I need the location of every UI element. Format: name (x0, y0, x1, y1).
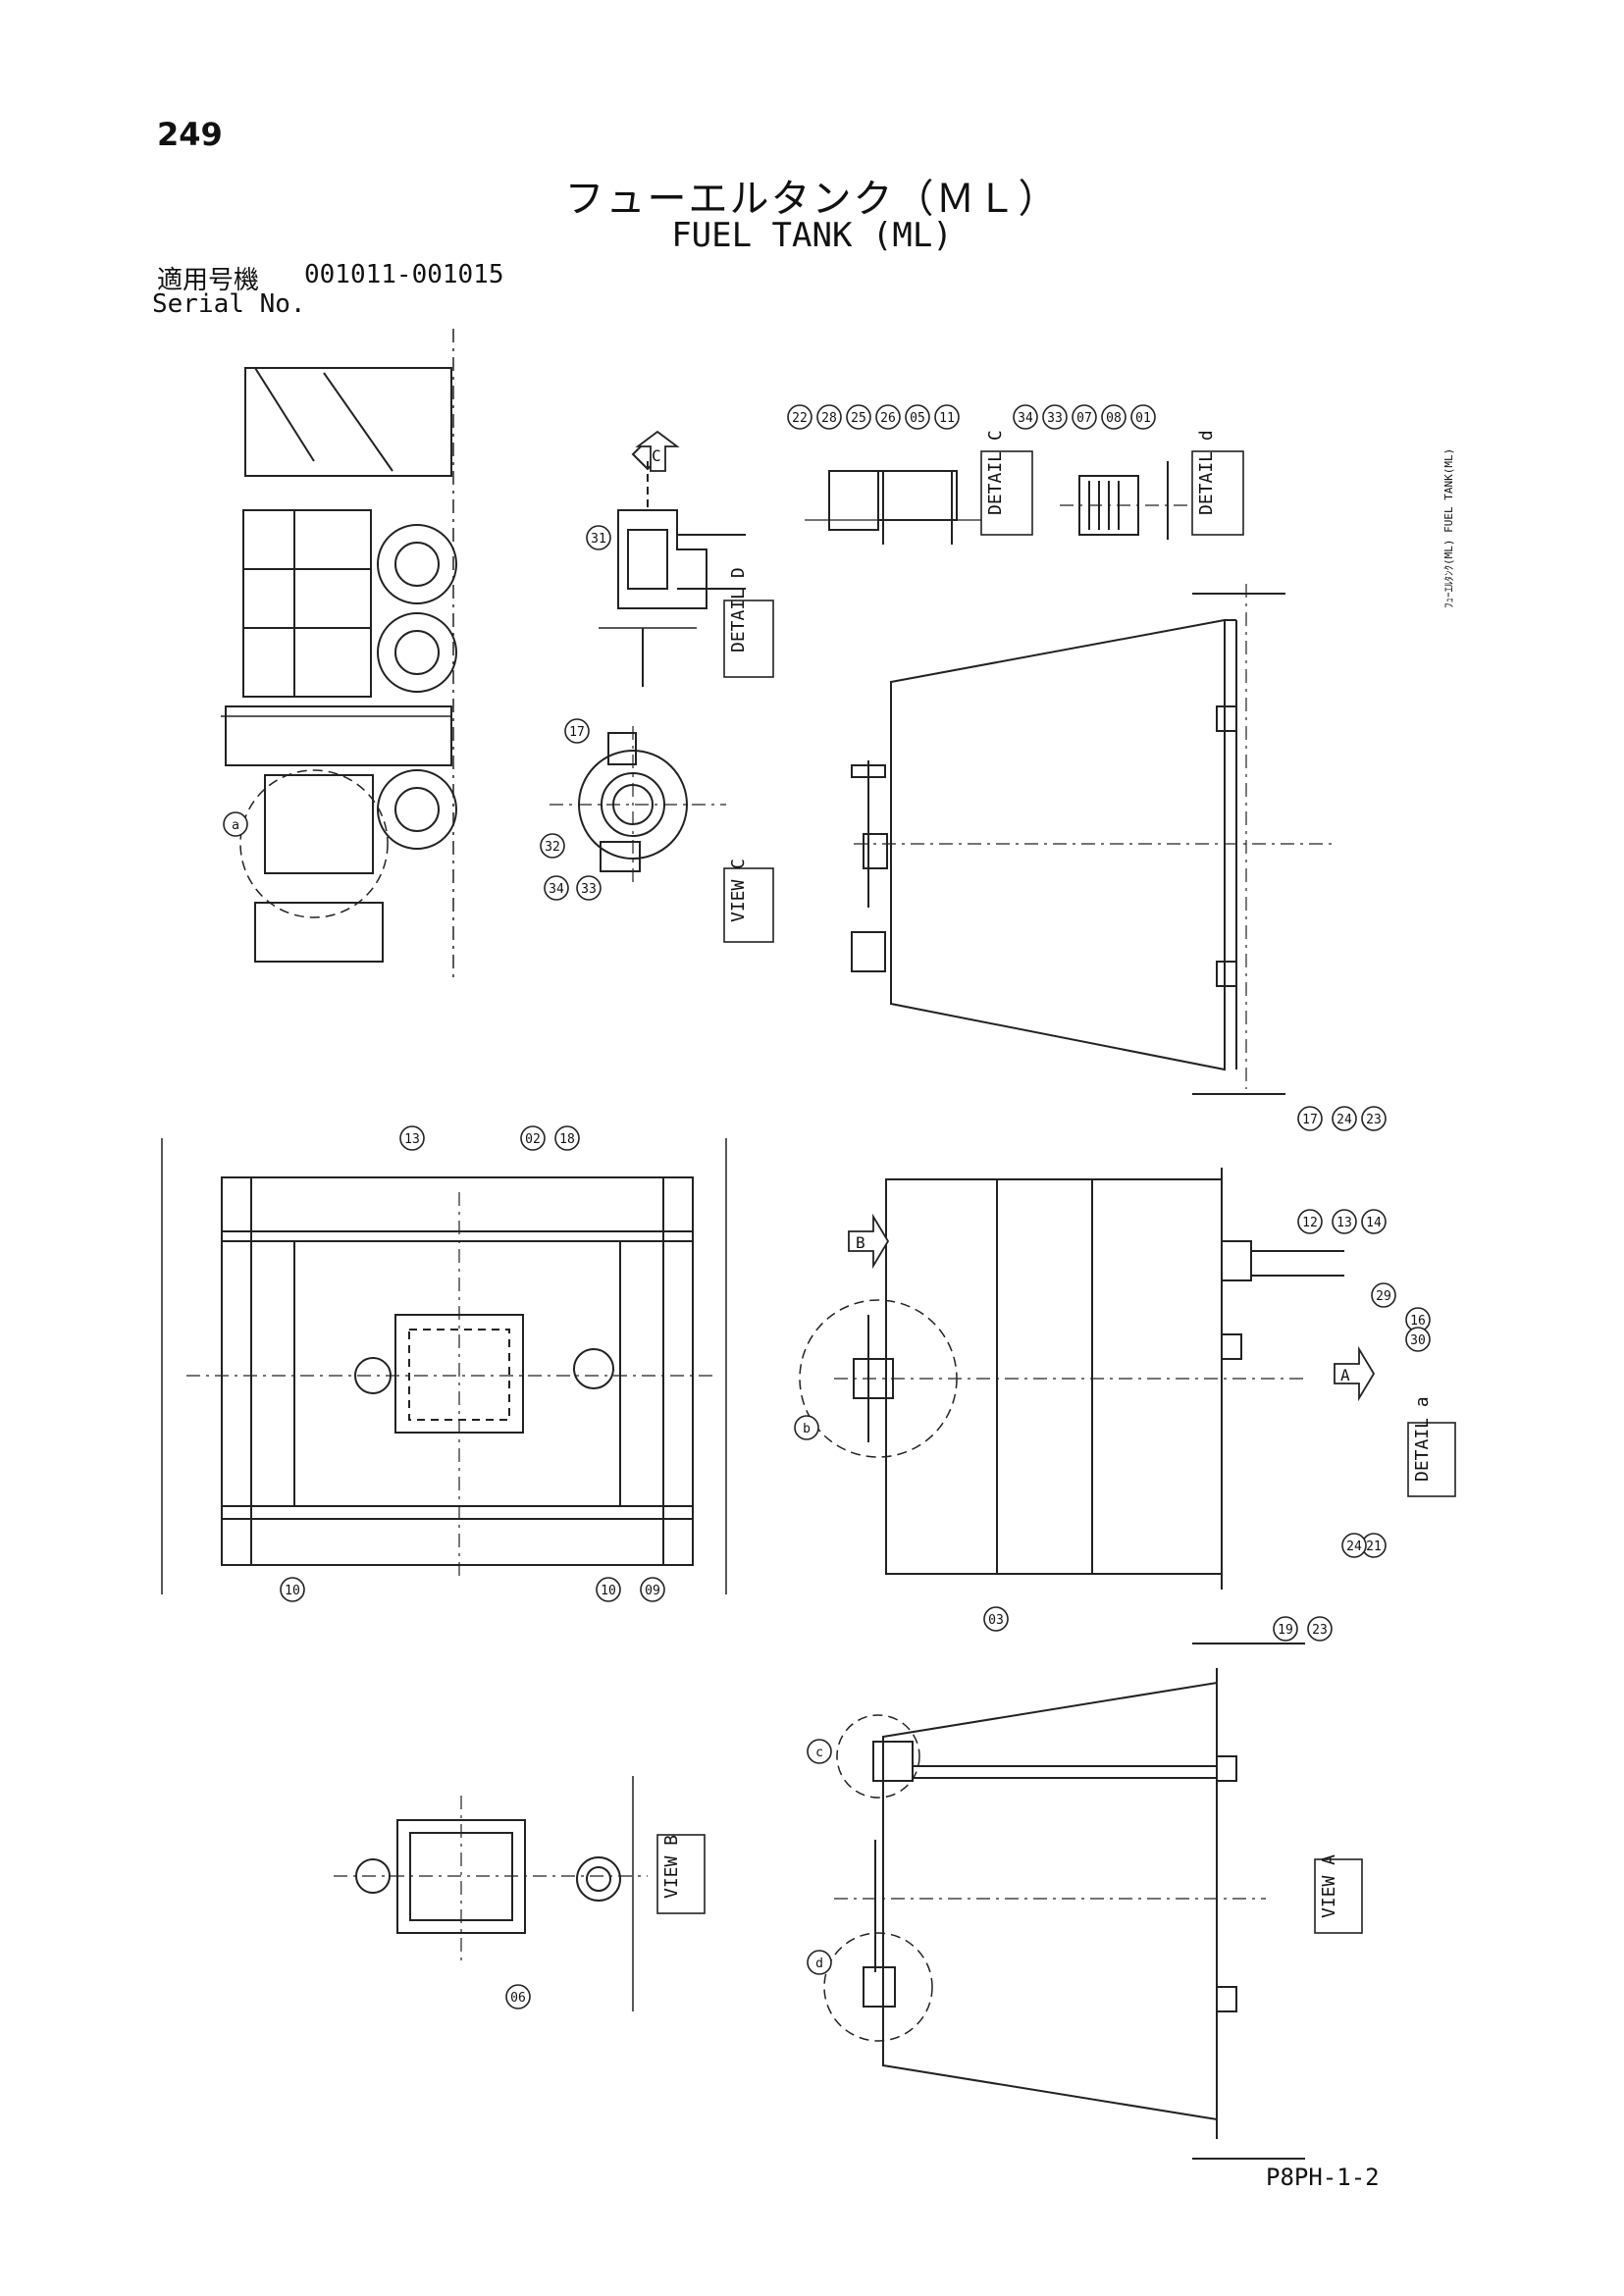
balloon-21: 21 (1366, 1539, 1382, 1554)
balloon-33b: 33 (581, 882, 597, 897)
tank-elevation-bottom (823, 1643, 1305, 2160)
balloon-24b: 24 (1346, 1539, 1362, 1554)
serial-label-en: Serial No. (152, 289, 306, 319)
balloon-22: 22 (792, 411, 808, 426)
arrow-c (635, 430, 680, 472)
detail-d-label: DETAIL D (728, 567, 749, 652)
detail-d2-box (1191, 450, 1244, 536)
svg-text:C: C (652, 446, 661, 465)
balloon-19: 19 (1278, 1623, 1293, 1638)
serial-label-jp: 適用号機 (157, 266, 260, 295)
balloon-d: d (815, 1957, 823, 1971)
view-a-label: VIEW A (1319, 1854, 1339, 1918)
balloon-29: 29 (1376, 1289, 1391, 1304)
detail-c-box (980, 450, 1033, 536)
view-b (334, 1776, 648, 2011)
balloon-03: 03 (988, 1613, 1004, 1628)
arrow-a (1334, 1345, 1376, 1402)
tank-side-view (799, 1168, 1344, 1590)
balloon-09: 09 (645, 1584, 660, 1598)
view-a-box (1314, 1858, 1363, 1934)
balloon-01: 01 (1135, 411, 1151, 426)
svg-text:A: A (1340, 1366, 1350, 1384)
balloon-18: 18 (559, 1132, 575, 1147)
balloon-28: 28 (821, 411, 837, 426)
drawing-code: P8PH-1-2 (1266, 2164, 1380, 2191)
balloon-02: 02 (525, 1132, 541, 1147)
balloon-b: b (803, 1422, 811, 1436)
view-c-flange (550, 726, 726, 883)
detail-a-label: DETAIL a (1412, 1396, 1433, 1482)
balloon-06: 06 (510, 1991, 526, 2006)
arrow-b (848, 1213, 890, 1270)
balloon-12: 12 (1302, 1216, 1318, 1230)
machine-side-view (221, 329, 457, 981)
balloon-10b: 10 (601, 1584, 616, 1598)
balloon-17: 17 (569, 725, 585, 740)
detail-d-box (723, 600, 774, 678)
balloon-30: 30 (1410, 1333, 1426, 1348)
title-japanese: フューエルタンク（ＭＬ） (564, 177, 1060, 222)
view-b-box (656, 1834, 706, 1914)
balloon-24: 24 (1336, 1113, 1352, 1127)
page-number: 249 (157, 116, 223, 153)
balloon-34: 34 (1018, 411, 1033, 426)
detail-d2-label: DETAIL d (1196, 430, 1217, 515)
balloon-16: 16 (1410, 1314, 1426, 1329)
detail-d-strainer (1060, 461, 1187, 540)
detail-a-box (1407, 1422, 1456, 1497)
balloon-17b: 17 (1302, 1113, 1318, 1127)
balloon-32: 32 (545, 840, 560, 855)
balloon-31: 31 (591, 532, 606, 547)
balloon-c: c (815, 1746, 823, 1760)
balloon-23b: 23 (1312, 1623, 1328, 1638)
balloon-14: 14 (1366, 1216, 1382, 1230)
title-english: FUEL TANK (ML) (671, 216, 953, 255)
balloon-34b: 34 (549, 882, 564, 897)
balloon-23: 23 (1366, 1113, 1382, 1127)
view-c-label: VIEW C (728, 859, 749, 922)
detail-c-label: DETAIL C (985, 430, 1006, 515)
view-b-label: VIEW B (661, 1835, 682, 1899)
balloon-10: 10 (285, 1584, 300, 1598)
balloon-33: 33 (1047, 411, 1063, 426)
balloon-08: 08 (1106, 411, 1122, 426)
balloon-13: 13 (404, 1132, 420, 1147)
balloon-11: 11 (939, 411, 955, 426)
balloon-07: 07 (1076, 411, 1092, 426)
balloon-a: a (232, 818, 239, 833)
balloon-26: 26 (880, 411, 896, 426)
detail-c-section (805, 470, 981, 545)
tank-elevation-top (851, 584, 1335, 1095)
svg-text:B: B (856, 1233, 865, 1252)
view-c-box (723, 867, 774, 943)
serial-range: 001011-001015 (304, 260, 504, 289)
tank-plan-view (161, 1138, 727, 1594)
balloon-05: 05 (910, 411, 925, 426)
balloon-25: 25 (851, 411, 866, 426)
balloon-13b: 13 (1336, 1216, 1352, 1230)
